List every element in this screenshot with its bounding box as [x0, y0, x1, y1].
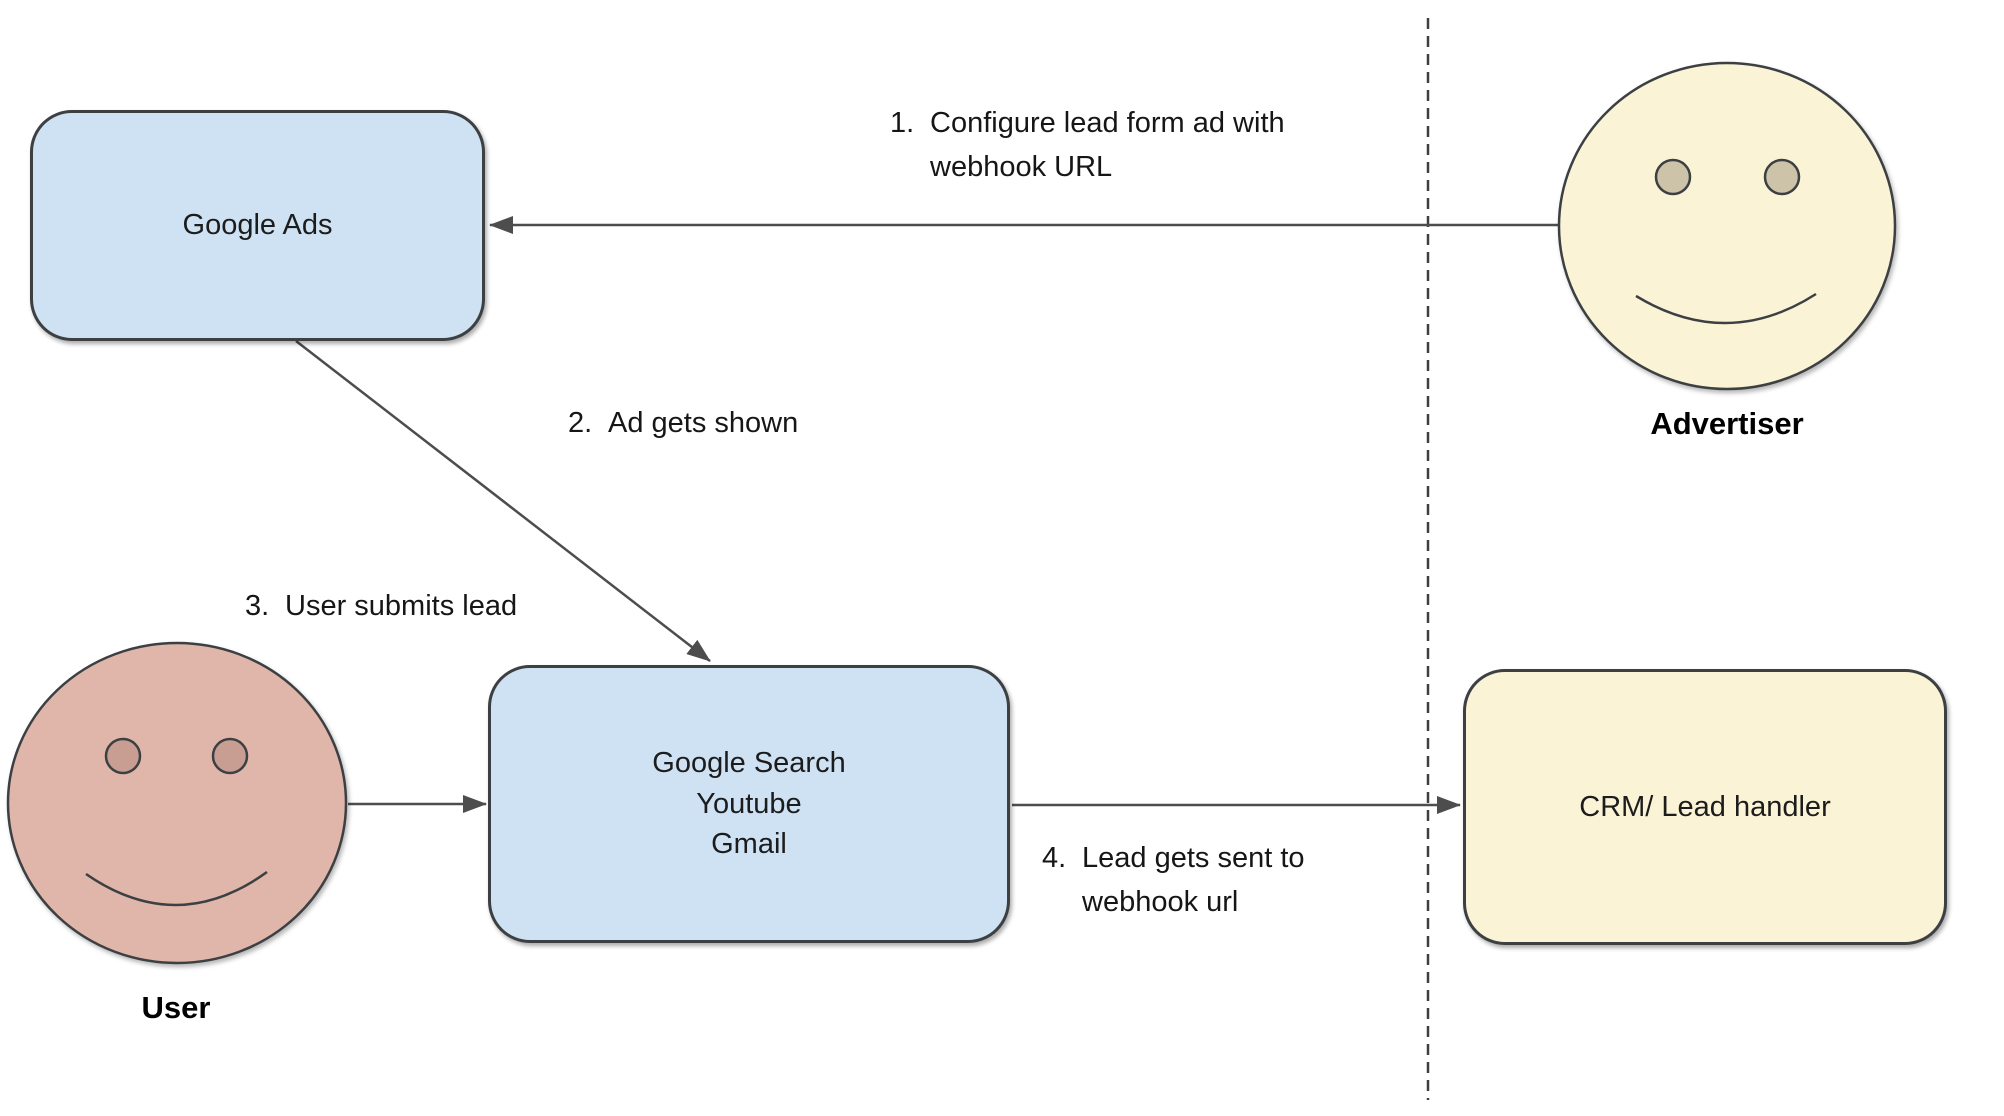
- advertiser-face: [1557, 61, 1897, 391]
- step-3-number: 3.: [245, 590, 270, 622]
- platforms-line-google-search: Google Search: [652, 747, 846, 780]
- advertiser-smile: [1635, 292, 1817, 325]
- step-2-number: 2.: [568, 407, 593, 439]
- platforms-line-youtube: Youtube: [696, 787, 802, 820]
- advertiser-right-eye: [1763, 158, 1801, 196]
- step-1-number: 1.: [890, 107, 915, 139]
- step-4-text: Lead gets sent to webhook url: [1082, 842, 1305, 918]
- advertiser-head: [1557, 61, 1897, 391]
- user-label: User: [141, 990, 211, 1025]
- step-2-text: Ad gets shown: [608, 407, 799, 439]
- step-4-annotation: 4. Lead gets sent to webhook url: [1042, 837, 1387, 924]
- crm-lead-handler-box: CRM/ Lead handler: [1463, 669, 1947, 945]
- google-ads-label: Google Ads: [182, 209, 333, 242]
- user-right-eye: [211, 737, 249, 775]
- platforms-label: Google Search Youtube Gmail: [652, 743, 845, 865]
- step-3-annotation: 3. User submits lead: [245, 585, 517, 629]
- user-face: [6, 641, 348, 965]
- google-ads-box: Google Ads: [30, 110, 485, 341]
- step-1-annotation: 1. Configure lead form ad with webhook U…: [890, 102, 1335, 189]
- step-3-text: User submits lead: [285, 590, 518, 622]
- arrow-google-ads-to-platforms: [295, 340, 711, 662]
- step-4-number: 4.: [1042, 842, 1067, 874]
- platforms-box: Google Search Youtube Gmail: [488, 665, 1010, 943]
- step-2-annotation: 2. Ad gets shown: [568, 402, 798, 446]
- user-left-eye: [104, 737, 142, 775]
- platforms-line-gmail: Gmail: [711, 828, 787, 861]
- advertiser-left-eye: [1654, 158, 1692, 196]
- user-smile: [85, 870, 268, 907]
- user-head: [6, 641, 348, 965]
- step-1-text: Configure lead form ad with webhook URL: [930, 107, 1285, 183]
- crm-label: CRM/ Lead handler: [1579, 790, 1831, 823]
- advertiser-label: Advertiser: [1650, 406, 1804, 441]
